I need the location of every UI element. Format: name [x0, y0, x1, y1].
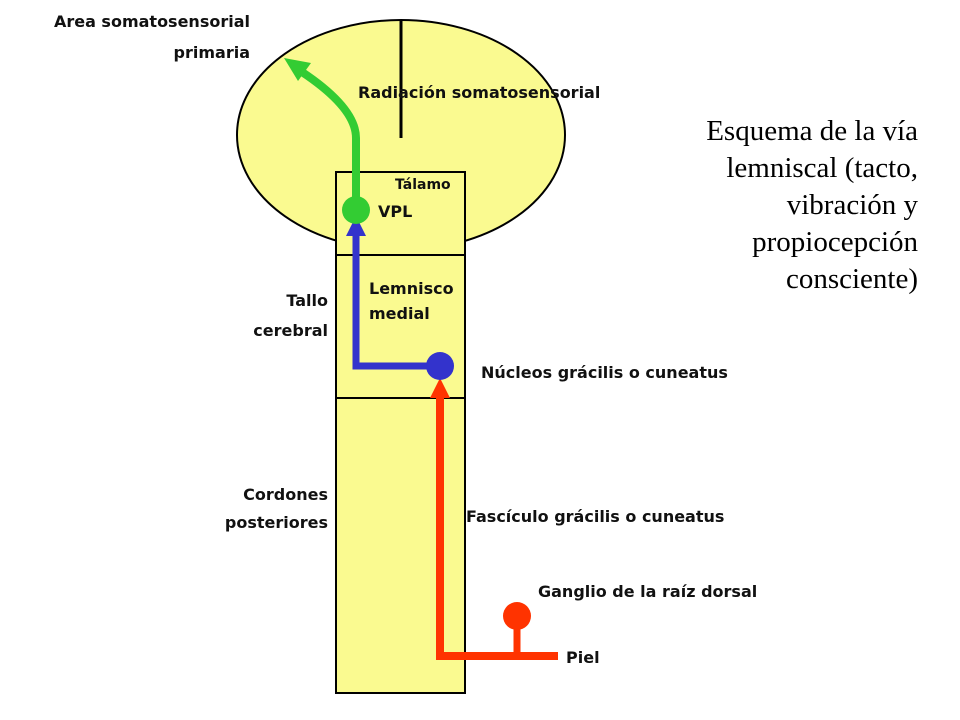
- label-vpl: VPL: [378, 202, 412, 221]
- label-cordones-line2: posteriores: [225, 513, 328, 532]
- title-line-1: Esquema de la vía: [706, 115, 918, 147]
- title-line-2: lemniscal (tacto,: [726, 152, 918, 184]
- label-radiacion: Radiación somatosensorial: [358, 83, 600, 102]
- fasciculus-arrowhead: [430, 378, 450, 398]
- label-area-line2: primaria: [174, 43, 250, 62]
- label-area-line1: Area somatosensorial: [54, 12, 250, 31]
- title-line-4: propiocepción: [752, 226, 918, 258]
- somatosensory-radiation-pathway: [299, 68, 360, 210]
- dorsal-root-ganglion: [503, 602, 531, 630]
- radiation-arrowhead: [284, 58, 311, 81]
- label-tallo-line2: cerebral: [253, 321, 328, 340]
- vpl-nucleus: [342, 196, 370, 224]
- label-lemnisco-line2: medial: [369, 304, 430, 323]
- gracilis-cuneatus-nucleus: [426, 352, 454, 380]
- title-line-3: vibración y: [787, 189, 919, 221]
- title-line-5: consciente): [786, 263, 918, 295]
- label-piel: Piel: [566, 648, 600, 667]
- label-lemnisco-line1: Lemnisco: [369, 279, 454, 298]
- medial-lemniscus-pathway: [352, 232, 440, 370]
- label-fasciculo: Fascículo grácilis o cuneatus: [466, 507, 724, 526]
- label-tallo-line1: Tallo: [286, 291, 328, 310]
- label-nucleos: Núcleos grácilis o cuneatus: [481, 363, 728, 382]
- label-cordones-line1: Cordones: [243, 485, 328, 504]
- lemniscus-arrowhead: [346, 216, 366, 236]
- label-talamo: Tálamo: [395, 177, 451, 193]
- label-ganglio: Ganglio de la raíz dorsal: [538, 582, 757, 601]
